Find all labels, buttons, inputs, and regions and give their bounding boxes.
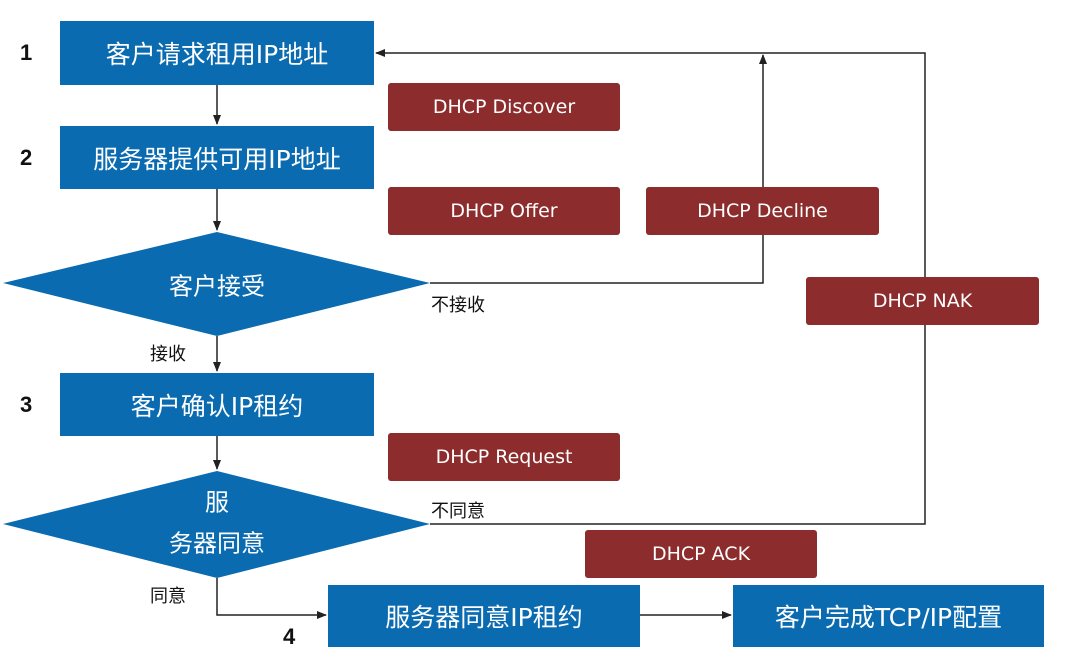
server-agree-diamond [3,471,430,578]
msg-dhcp-discover: DHCP Discover [388,83,620,131]
client-accept-diamond [3,232,430,336]
step-request-ip: 客户请求租用IP地址 [60,21,374,85]
decision-client-accept-label: 客户接受 [169,272,265,301]
arrow-decision2-to-step4 [216,578,327,619]
label-not-agree: 不同意 [431,501,485,522]
step-number-4: 4 [283,624,296,649]
step-server-agree-lease: 服务器同意IP租约 [328,585,640,647]
msg-dhcp-request: DHCP Request [388,433,620,481]
msg-dhcp-offer: DHCP Offer [388,187,620,235]
step-number-3: 3 [20,392,33,417]
label-agree: 同意 [150,586,186,607]
step-number-2: 2 [20,145,33,170]
step-confirm-lease: 客户确认IP租约 [60,373,374,436]
decline-loop-line [430,54,767,284]
decision-server-agree-label-line1: 服 [205,488,229,517]
label-not-accept: 不接收 [431,295,485,316]
step-offer-ip: 服务器提供可用IP地址 [60,126,374,189]
msg-dhcp-decline: DHCP Decline [646,187,879,235]
msg-dhcp-nak: DHCP NAK [806,277,1039,325]
step-client-complete: 客户完成TCP/IP配置 [733,585,1044,647]
msg-dhcp-ack: DHCP ACK [585,530,817,578]
decision-server-agree-label-line2: 务器同意 [169,529,265,558]
label-accept: 接收 [150,344,186,365]
step-number-1: 1 [20,40,33,65]
